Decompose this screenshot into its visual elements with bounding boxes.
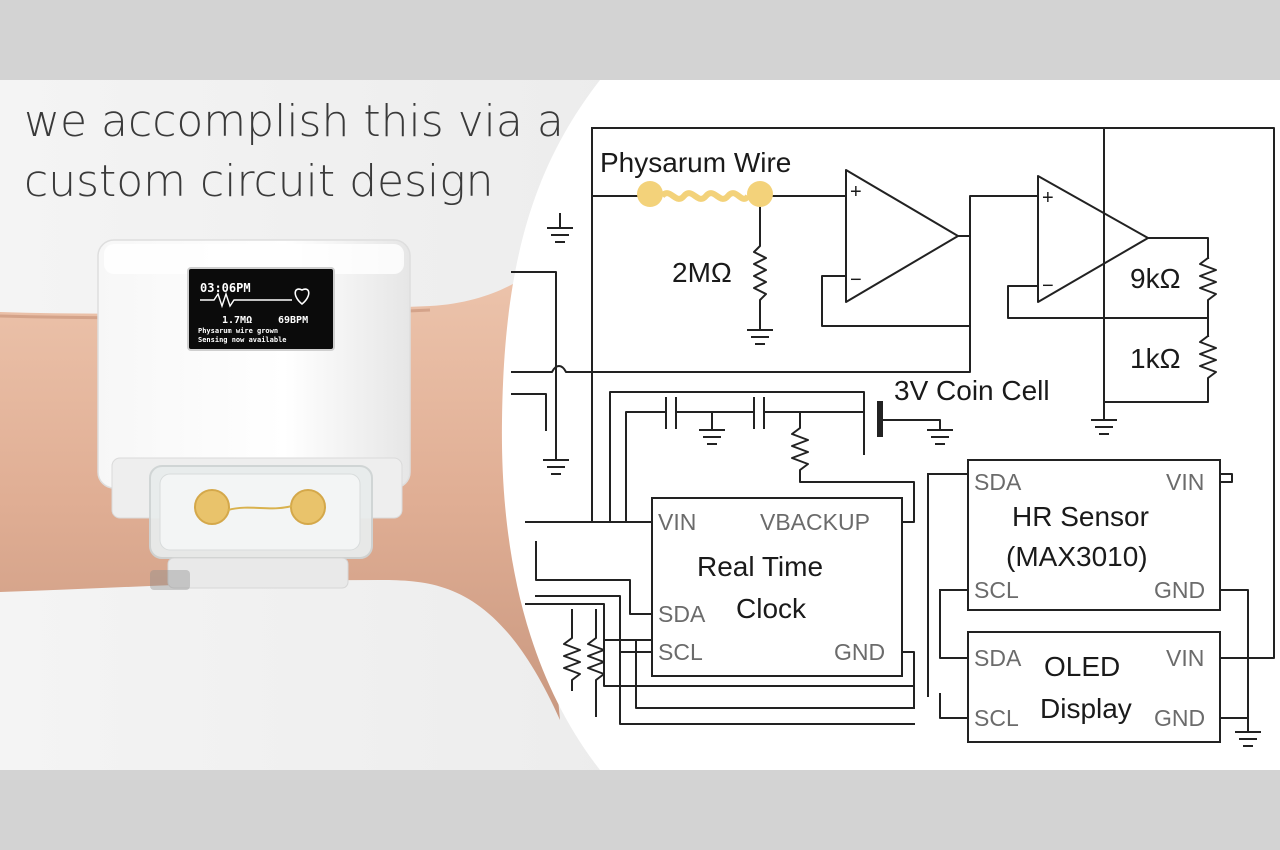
label-coin-cell: 3V Coin Cell <box>894 375 1050 406</box>
opamp-2-minus: − <box>1042 275 1054 297</box>
wires <box>511 127 1275 761</box>
oled-display-block: SDA OLED VIN Display SCL GND <box>967 631 1221 743</box>
electrode-left <box>194 489 230 525</box>
opamp-1-minus: − <box>850 269 862 291</box>
svg-text:SDA: SDA <box>974 469 1022 495</box>
svg-text:Sensing now available: Sensing now available <box>198 336 287 344</box>
physarum-wire <box>637 181 773 207</box>
svg-text:Physarum wire grown: Physarum wire grown <box>198 327 278 335</box>
oled-screen: 03:06PM 1.7MΩ 69BPM Physarum wire grown … <box>187 267 335 351</box>
svg-text:SDA: SDA <box>658 601 706 627</box>
svg-text:Real Time: Real Time <box>697 551 823 582</box>
svg-text:GND: GND <box>834 639 885 665</box>
caption-line-2: custom circuit design <box>24 156 494 207</box>
svg-text:69BPM: 69BPM <box>278 315 308 326</box>
letterbox-top <box>0 0 1280 80</box>
label-2m-resistor: 2MΩ <box>672 257 732 288</box>
svg-text:1.7MΩ: 1.7MΩ <box>222 315 252 326</box>
svg-text:GND: GND <box>1154 705 1205 731</box>
caption-line-1: we accomplish this via a <box>24 96 564 147</box>
svg-text:VIN: VIN <box>1166 469 1204 495</box>
label-physarum-wire: Physarum Wire <box>600 147 791 178</box>
svg-text:VIN: VIN <box>658 509 696 535</box>
svg-text:SCL: SCL <box>974 705 1019 731</box>
label-1k-resistor: 1kΩ <box>1130 343 1181 374</box>
svg-text:SCL: SCL <box>658 639 703 665</box>
opamp-1-plus: + <box>850 181 862 203</box>
svg-text:VIN: VIN <box>1166 645 1204 671</box>
svg-text:03:06PM: 03:06PM <box>200 281 251 295</box>
label-9k-resistor: 9kΩ <box>1130 263 1181 294</box>
opamp-2-plus: + <box>1042 187 1054 209</box>
svg-text:OLED: OLED <box>1044 651 1120 682</box>
svg-text:Clock: Clock <box>736 593 807 624</box>
heart-icon <box>294 288 310 306</box>
opamp-2 <box>1037 175 1149 303</box>
opamp-1 <box>845 169 959 303</box>
hr-sensor-block: SDA VIN HR Sensor (MAX3010) SCL GND <box>967 459 1221 611</box>
svg-text:SCL: SCL <box>974 577 1019 603</box>
svg-text:GND: GND <box>1154 577 1205 603</box>
rtc-block: VIN VBACKUP Real Time Clock SDA SCL GND <box>651 497 903 677</box>
svg-text:SDA: SDA <box>974 645 1022 671</box>
svg-text:(MAX3010): (MAX3010) <box>1006 541 1148 572</box>
slide-caption: we accomplish this via a custom circuit … <box>24 92 564 212</box>
svg-text:HR Sensor: HR Sensor <box>1012 501 1149 532</box>
svg-text:Display: Display <box>1040 693 1132 724</box>
letterbox-bottom <box>0 770 1280 850</box>
svg-text:VBACKUP: VBACKUP <box>760 509 870 535</box>
wearable-photo: 03:06PM 1.7MΩ 69BPM Physarum wire grown … <box>0 80 640 770</box>
